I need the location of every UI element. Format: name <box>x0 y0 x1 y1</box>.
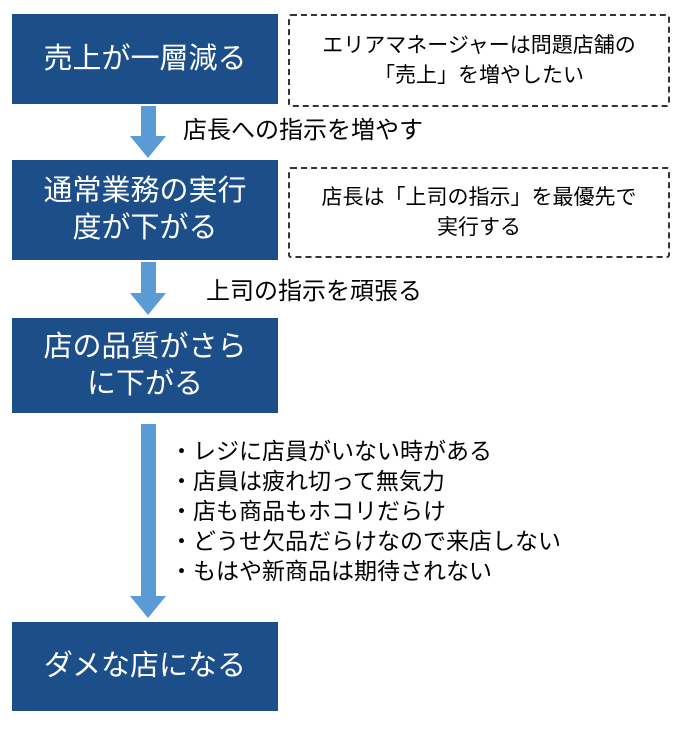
flow-box-label: 通常業務の実行 度が下がる <box>43 175 247 244</box>
flow-box-sales-decrease: 売上が一層減る <box>12 14 278 104</box>
bullet-item: ・どうせ欠品だらけなので来店しない <box>170 528 561 554</box>
arrow-head <box>130 293 166 315</box>
bullet-item: ・店も商品もホコリだらけ <box>170 498 446 524</box>
arrow-shaft <box>140 424 156 596</box>
bullet-item: ・店員は疲れ切って無気力 <box>170 468 445 494</box>
arrow-head <box>130 596 166 618</box>
down-arrow-icon <box>130 106 166 158</box>
symptom-bullet-list: ・レジに店員がいない時がある ・店員は疲れ切って無気力 ・店も商品もホコリだらけ… <box>170 436 561 586</box>
arrow-label-increase-instructions: 店長への指示を増やす <box>183 117 423 144</box>
flow-box-label: 店の品質がさら に下がる <box>43 330 247 400</box>
flow-box-normal-work-drop: 通常業務の実行 度が下がる <box>12 160 278 260</box>
arrow-head <box>130 136 166 158</box>
annotation-text: 店長は「上司の指示」を最優先で 実行する <box>321 185 637 239</box>
bullet-item: ・レジに店員がいない時がある <box>170 438 492 464</box>
down-arrow-icon <box>130 424 166 618</box>
flow-box-label: 売上が一層減る <box>43 42 247 75</box>
down-arrow-icon <box>130 262 166 315</box>
flow-box-quality-drop: 店の品質がさら に下がる <box>12 318 278 413</box>
arrow-label-work-on-boss-orders: 上司の指示を頑張る <box>206 278 422 305</box>
flow-box-label: ダメな店になる <box>43 650 247 682</box>
annotation-text: エリアマネージャーは問題店舗の 「売上」を増やしたい <box>322 33 636 87</box>
arrow-shaft <box>140 106 156 136</box>
annotation-area-manager: エリアマネージャーは問題店舗の 「売上」を増やしたい <box>288 14 670 107</box>
bullet-item: ・もはや新商品は期待されない <box>170 558 492 584</box>
arrow-shaft <box>140 262 156 293</box>
annotation-store-manager: 店長は「上司の指示」を最優先で 実行する <box>288 167 670 258</box>
flow-box-bad-store: ダメな店になる <box>12 622 278 711</box>
